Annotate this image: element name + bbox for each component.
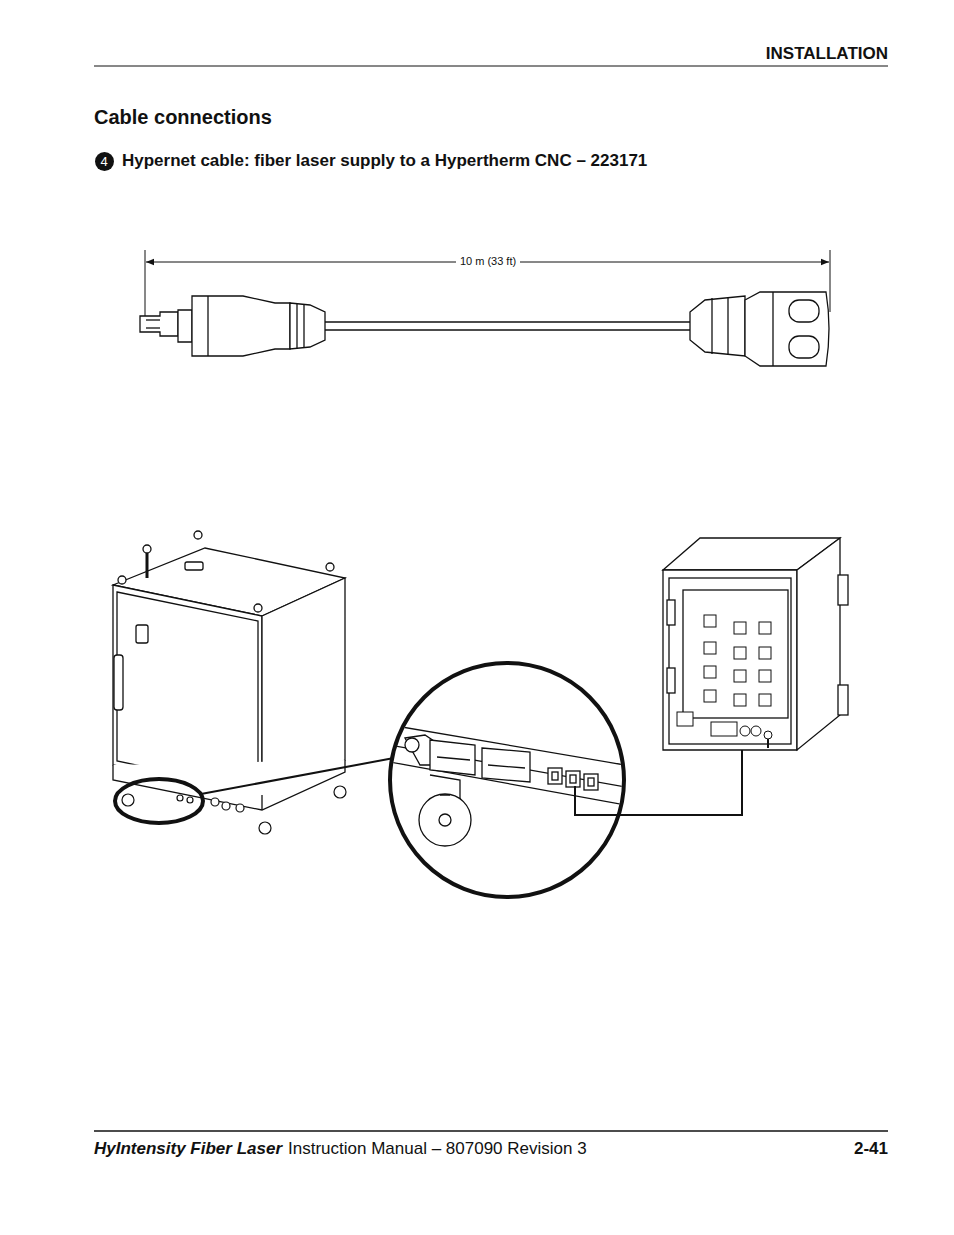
- header-label: INSTALLATION: [766, 44, 888, 64]
- product-name: HyIntensity Fiber Laser: [94, 1139, 282, 1159]
- dimension-label: 10 m (33 ft): [456, 255, 520, 268]
- leader-line: [201, 758, 394, 794]
- footer-rule: [94, 1130, 888, 1132]
- page-number: 2-41: [854, 1139, 888, 1159]
- section-title: Cable connections: [94, 106, 272, 129]
- hypertherm-cnc: [663, 538, 848, 750]
- callout-text: 4: [100, 155, 107, 168]
- detail-callout: [115, 779, 203, 823]
- connector-detail: [390, 663, 625, 897]
- header-rule: [94, 66, 888, 67]
- callout-number: 4: [95, 152, 114, 171]
- hypernet-cable: [140, 292, 829, 366]
- manual-reference: Instruction Manual – 807090 Revision 3: [288, 1139, 587, 1159]
- cable-heading: Hypernet cable: fiber laser supply to a …: [122, 151, 647, 171]
